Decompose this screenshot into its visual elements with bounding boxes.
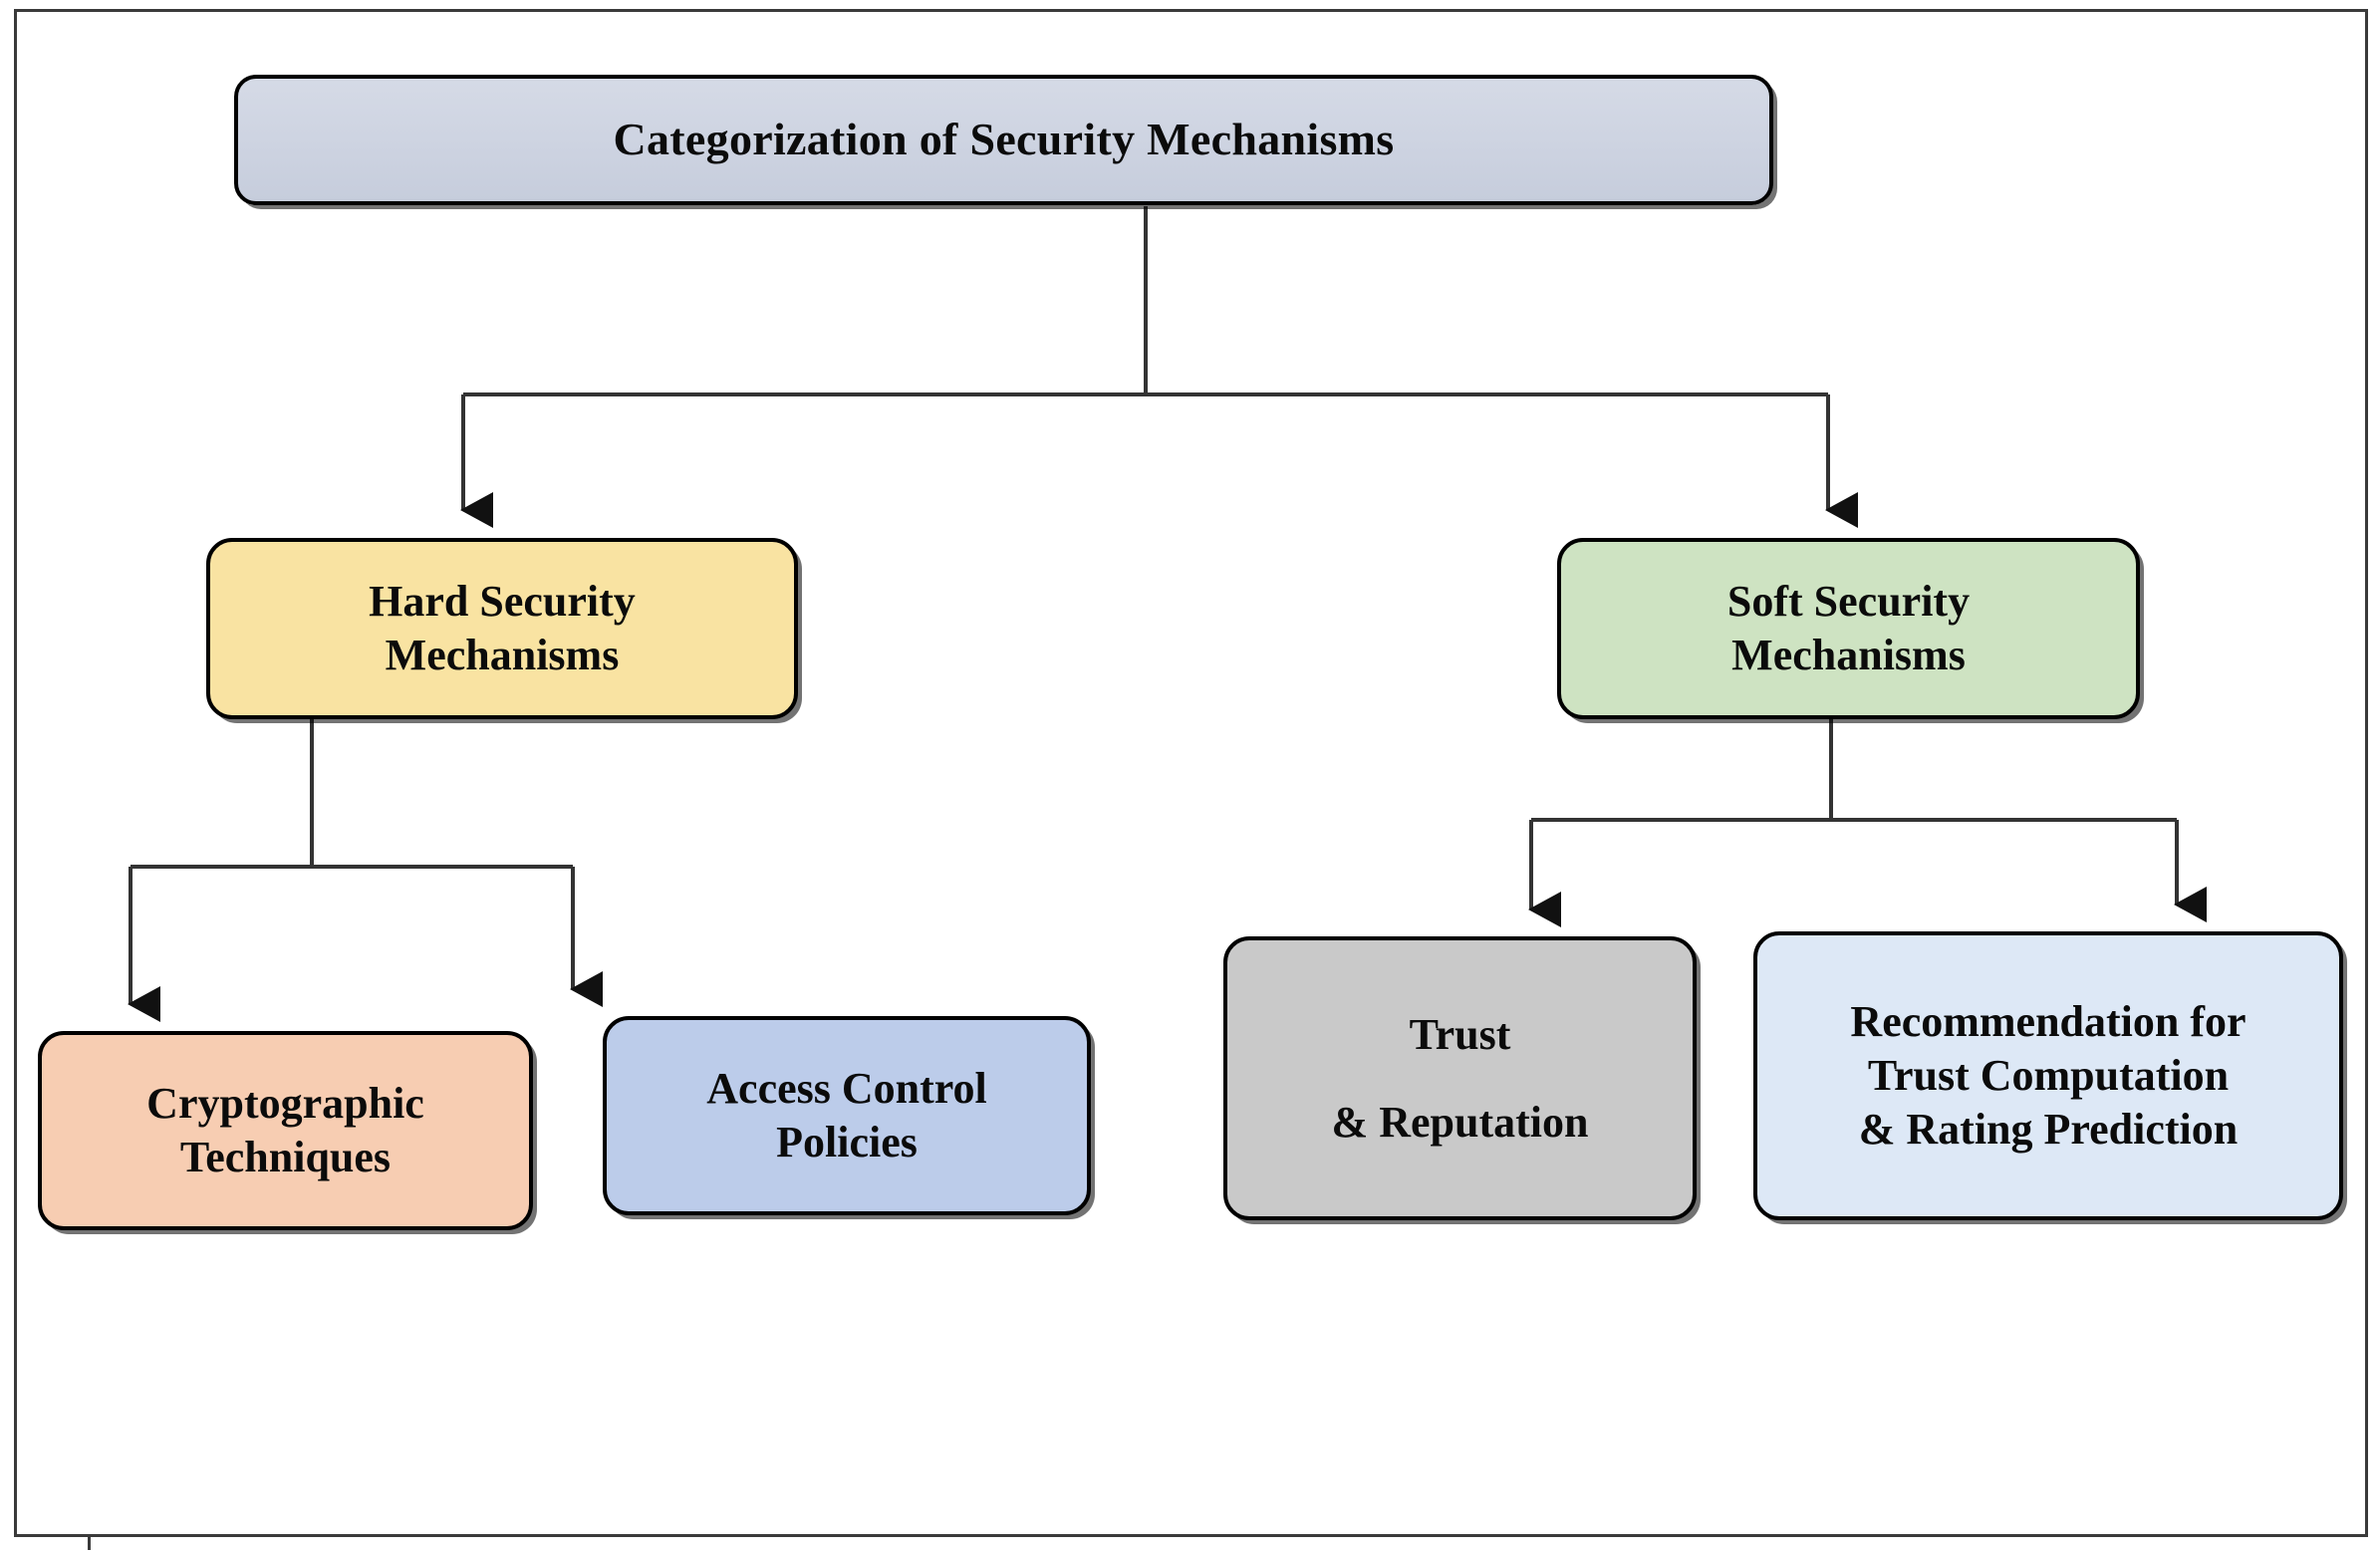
node-root-label: Categorization of Security Mechanisms <box>613 114 1395 165</box>
page-border-frame <box>14 9 2368 1537</box>
edge-soft-trunk <box>1531 719 2177 822</box>
node-recommendation-trust-computation[interactable]: Recommendation for Trust Computation & R… <box>1753 931 2343 1220</box>
node-trust-and-reputation-label: Trust & Reputation <box>1331 1009 1589 1147</box>
node-soft-security-mechanisms[interactable]: Soft Security Mechanisms <box>1557 538 2140 719</box>
node-hard-security-mechanisms[interactable]: Hard Security Mechanisms <box>206 538 798 719</box>
node-recommendation-label: Recommendation for Trust Computation & R… <box>1850 997 2247 1154</box>
edge-hard-trunk <box>131 719 573 869</box>
node-root-categorization[interactable]: Categorization of Security Mechanisms <box>234 75 1773 205</box>
node-cryptographic-techniques-label: Cryptographic Techniques <box>146 1079 424 1181</box>
node-access-control-policies-label: Access Control Policies <box>706 1064 987 1166</box>
node-trust-and-reputation[interactable]: Trust & Reputation <box>1223 936 1697 1220</box>
frame-tick-mark <box>88 1537 91 1550</box>
node-hard-security-label: Hard Security Mechanisms <box>369 577 636 679</box>
node-soft-security-label: Soft Security Mechanisms <box>1726 577 1971 679</box>
edge-root-trunk <box>463 206 1828 396</box>
node-access-control-policies[interactable]: Access Control Policies <box>603 1016 1091 1215</box>
node-cryptographic-techniques[interactable]: Cryptographic Techniques <box>38 1031 533 1230</box>
